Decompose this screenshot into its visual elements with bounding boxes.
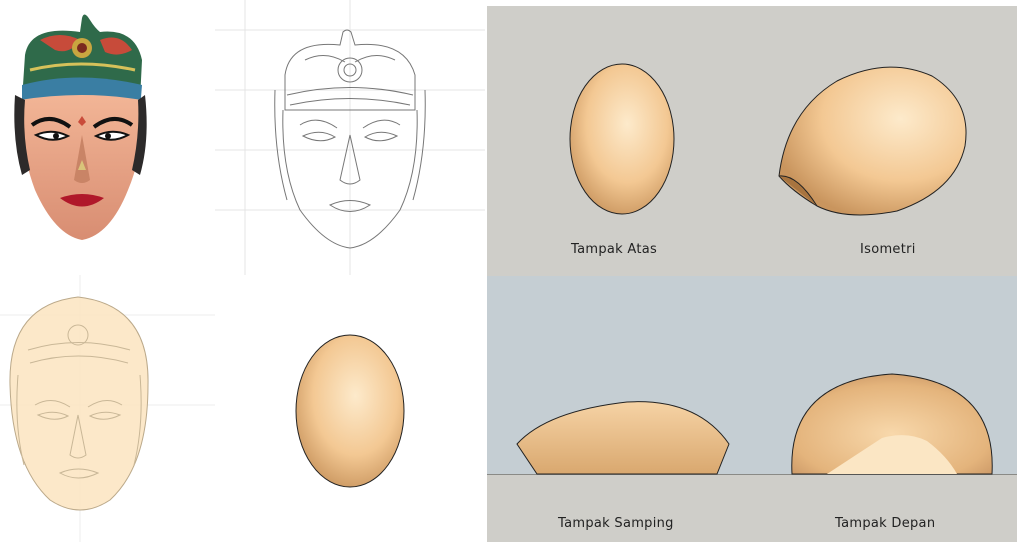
side-view-shape	[517, 402, 729, 474]
top-view-label: Tampak Atas	[571, 242, 657, 257]
front-view-label: Tampak Depan	[835, 516, 935, 531]
view-bottom-panel: Tampak Samping Tampak Depan	[487, 276, 1017, 542]
mask-overlay	[0, 275, 215, 542]
top-view-shape	[570, 64, 674, 214]
mask-sketch	[215, 0, 485, 275]
shell-render	[215, 275, 485, 542]
isometric-label: Isometri	[860, 242, 916, 257]
mask-photo	[0, 0, 215, 275]
view-top-panel: Tampak Atas Isometri	[487, 6, 1017, 276]
side-view-label: Tampak Samping	[558, 516, 674, 531]
